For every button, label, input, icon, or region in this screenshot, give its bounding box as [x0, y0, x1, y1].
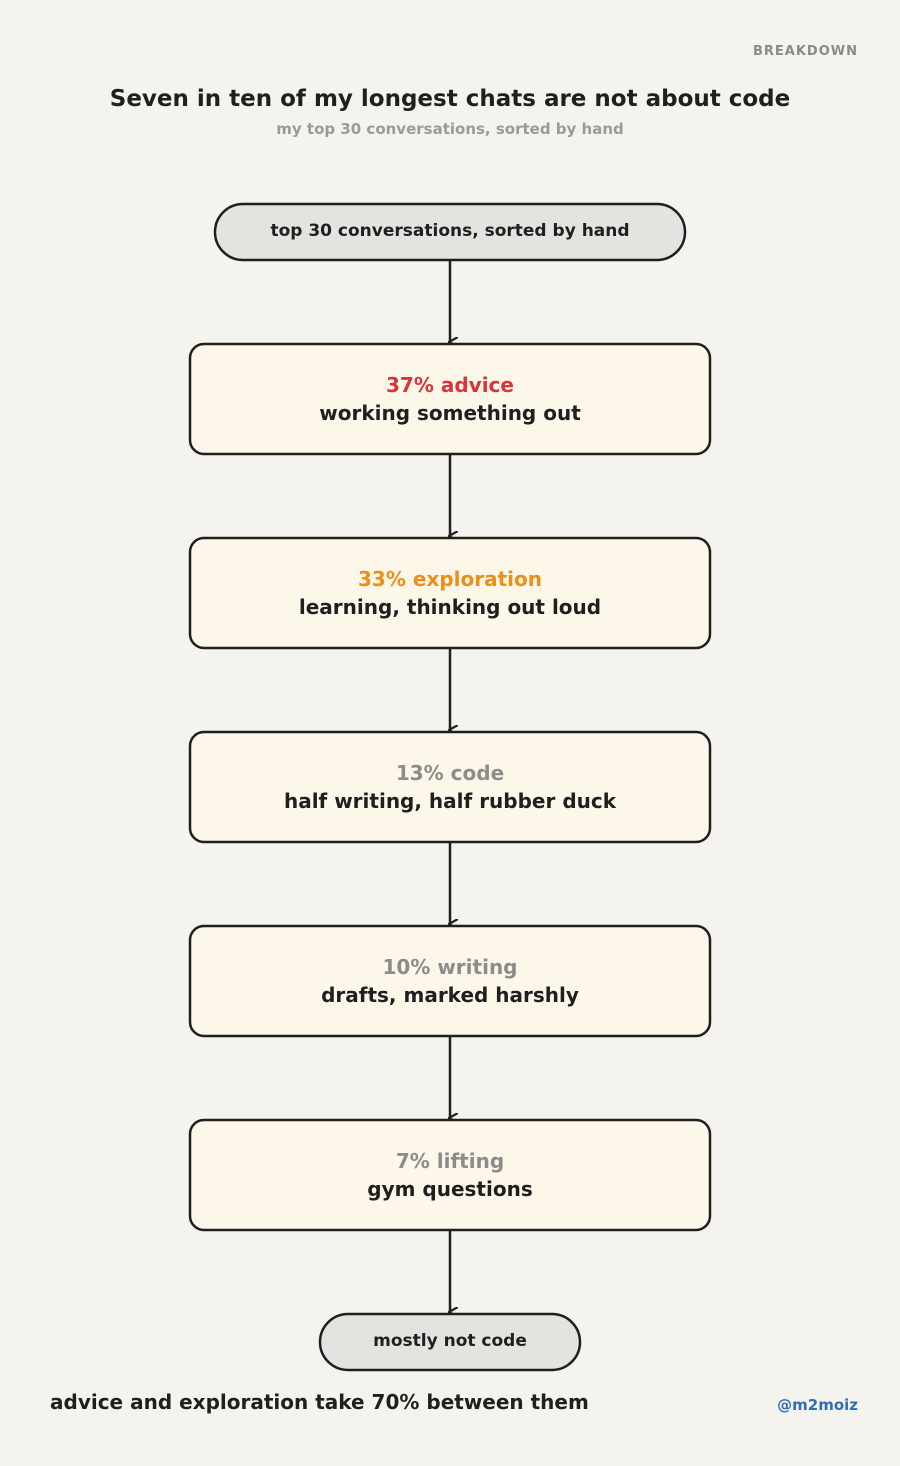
step-box	[188, 730, 712, 844]
step-code: 13% code half writing, half rubber duck	[190, 759, 710, 815]
step-box	[188, 1118, 712, 1232]
step-heading: 7% lifting	[395, 1149, 505, 1173]
page-subtitle: my top 30 conversations, sorted by hand	[276, 120, 624, 138]
step-heading: 13% code	[395, 761, 505, 785]
step-exploration: 33% exploration learning, thinking out l…	[190, 565, 710, 621]
footer-note: advice and exploration take 70% between …	[50, 1390, 589, 1414]
step-description: half writing, half rubber duck	[283, 789, 617, 813]
start-terminal-label: top 30 conversations, sorted by hand	[270, 221, 630, 241]
end-terminal-label: mostly not code	[373, 1331, 527, 1351]
step-box	[188, 536, 712, 650]
step-description: gym questions	[367, 1177, 533, 1201]
step-heading: 33% exploration	[358, 567, 542, 591]
step-description: drafts, marked harshly	[321, 983, 579, 1007]
author-handle[interactable]: @m2moiz	[777, 1396, 858, 1414]
step-heading: 10% writing	[382, 955, 518, 979]
step-lifting: 7% lifting gym questions	[190, 1147, 710, 1203]
section-tag: BREAKDOWN	[753, 44, 858, 59]
step-box	[188, 342, 712, 456]
step-writing: 10% writing drafts, marked harshly	[190, 953, 710, 1009]
end-terminal	[318, 1312, 582, 1372]
step-advice: 37% advice working something out	[190, 371, 710, 427]
step-heading: 37% advice	[386, 373, 514, 397]
page-title: Seven in ten of my longest chats are not…	[109, 86, 791, 112]
step-description: working something out	[319, 401, 581, 425]
step-description: learning, thinking out loud	[298, 595, 602, 619]
step-box	[188, 924, 712, 1038]
